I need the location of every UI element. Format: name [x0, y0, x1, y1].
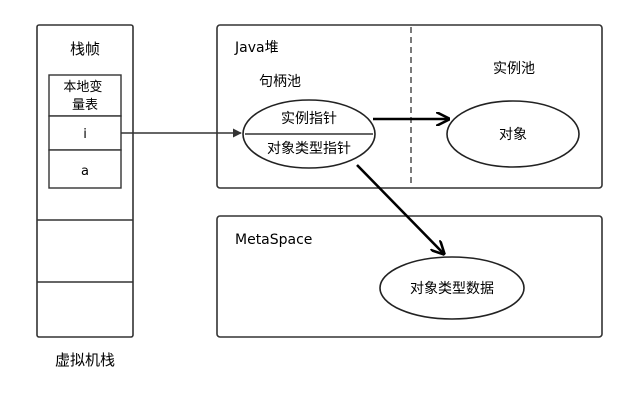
local-var-table-label: 本地变 量表 [63, 79, 106, 113]
local-var-table-label-line1: 本地变 [63, 79, 102, 95]
slot-i-label: i [83, 127, 87, 142]
local-var-table-header [48, 74, 122, 117]
instance-pool-label: 实例池 [493, 61, 535, 77]
java-heap: Java堆 句柄池 实例池 实例指针 对象类型指针 对象 [216, 24, 603, 189]
handle-pool-label: 句柄池 [259, 74, 301, 90]
slot-i [48, 115, 122, 151]
object-type-data-ellipse [379, 256, 525, 320]
slot-a [48, 149, 122, 189]
stack-frame-title: 栈帧 [70, 40, 100, 58]
local-var-table-label-line2: 量表 [72, 98, 98, 113]
local-variable-table: 本地变 量表 i a [48, 74, 122, 189]
object-type-data: 对象类型数据 [379, 256, 525, 320]
type-pointer-label: 对象类型指针 [267, 141, 351, 157]
java-heap-title: Java堆 [234, 40, 279, 56]
object-label: 对象 [499, 127, 527, 143]
object-type-data-label: 对象类型数据 [410, 281, 494, 297]
slot-a-label: a [81, 164, 89, 179]
stack-frame: 栈帧 本地变 量表 i a 虚拟机栈 [36, 24, 134, 369]
metaspace: MetaSpace 对象类型数据 [216, 215, 603, 338]
object-ellipse [446, 100, 580, 168]
vm-stack-caption: 虚拟机栈 [55, 351, 115, 369]
instance-pointer-label: 实例指针 [281, 111, 337, 127]
type-pointer-arrow [356, 164, 444, 254]
metaspace-title: MetaSpace [235, 232, 312, 248]
object: 对象 [446, 100, 580, 168]
handle: 实例指针 对象类型指针 [242, 99, 376, 169]
